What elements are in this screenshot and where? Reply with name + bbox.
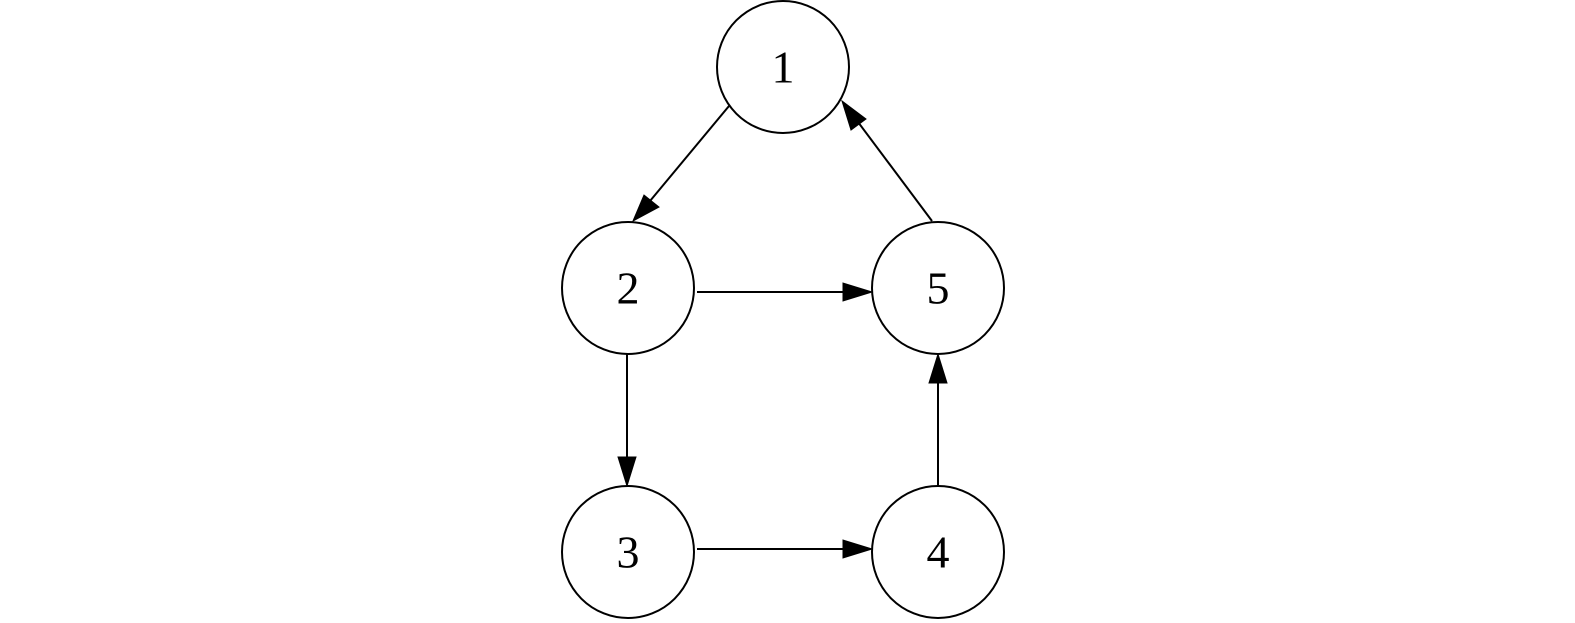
node-4: 4	[871, 485, 1005, 619]
node-5-label: 5	[927, 263, 950, 314]
edge-2-to-3	[617, 354, 637, 488]
edge-5-to-1-arrowhead	[841, 99, 867, 131]
edges-layer	[617, 99, 948, 559]
edge-3-to-4-arrowhead	[842, 539, 874, 559]
node-1: 1	[716, 0, 850, 134]
edge-2-to-5-arrowhead	[842, 282, 874, 302]
edge-1-to-2-arrowhead	[631, 194, 660, 223]
edge-4-to-5	[928, 352, 948, 486]
edge-3-to-4	[697, 539, 874, 559]
edge-1-to-2-line	[649, 105, 730, 202]
node-2-label: 2	[617, 263, 640, 314]
edge-2-to-3-arrowhead	[617, 456, 637, 488]
node-5-circle	[871, 221, 1005, 355]
node-1-label: 1	[772, 42, 795, 93]
edge-4-to-5-arrowhead	[928, 352, 948, 384]
node-1-circle	[716, 0, 850, 134]
edge-2-to-5	[697, 282, 874, 302]
node-4-label: 4	[927, 527, 950, 578]
node-3-label: 3	[617, 527, 640, 578]
node-3: 3	[561, 485, 695, 619]
node-2-circle	[561, 221, 695, 355]
node-4-circle	[871, 485, 1005, 619]
node-3-circle	[561, 485, 695, 619]
node-2: 2	[561, 221, 695, 355]
edge-1-to-2	[631, 105, 730, 223]
nodes-layer: 1 2 3 4 5	[561, 0, 1005, 619]
edge-5-to-1-line	[857, 121, 933, 222]
node-5: 5	[871, 221, 1005, 355]
edge-5-to-1	[841, 99, 933, 222]
